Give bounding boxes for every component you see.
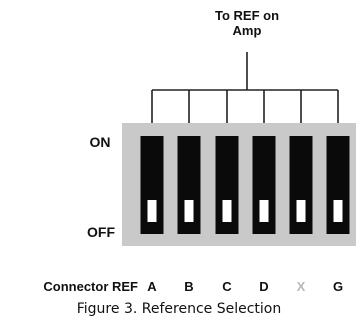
switch-knob-b <box>184 200 194 222</box>
switch-letter-x: X <box>297 279 306 294</box>
switch-slot-d <box>252 136 276 234</box>
dip-switches <box>140 136 350 234</box>
off-label: OFF <box>87 224 115 240</box>
switch-slot-x <box>289 136 313 234</box>
switch-slot-g <box>326 136 350 234</box>
switch-slot-a <box>140 136 164 234</box>
connector-ref-label: Connector REF <box>43 279 138 294</box>
switch-knob-x <box>296 200 306 222</box>
top-label-line2: Amp <box>233 23 262 38</box>
on-label: ON <box>90 134 111 150</box>
wiring-lines <box>151 52 339 123</box>
switch-letter-b: B <box>184 279 193 294</box>
switch-knob-d <box>259 200 269 222</box>
switch-knob-g <box>333 200 343 222</box>
figure-caption: Figure 3. Reference Selection <box>76 301 282 317</box>
switch-slot-c <box>215 136 239 234</box>
switch-letter-c: C <box>222 279 232 294</box>
top-label-line1: To REF on <box>215 8 279 23</box>
switch-letter-g: G <box>333 279 343 294</box>
switch-letter-d: D <box>259 279 268 294</box>
switch-knob-a <box>147 200 157 222</box>
switch-slot-b <box>177 136 201 234</box>
switch-letter-a: A <box>147 279 157 294</box>
switch-knob-c <box>222 200 232 222</box>
